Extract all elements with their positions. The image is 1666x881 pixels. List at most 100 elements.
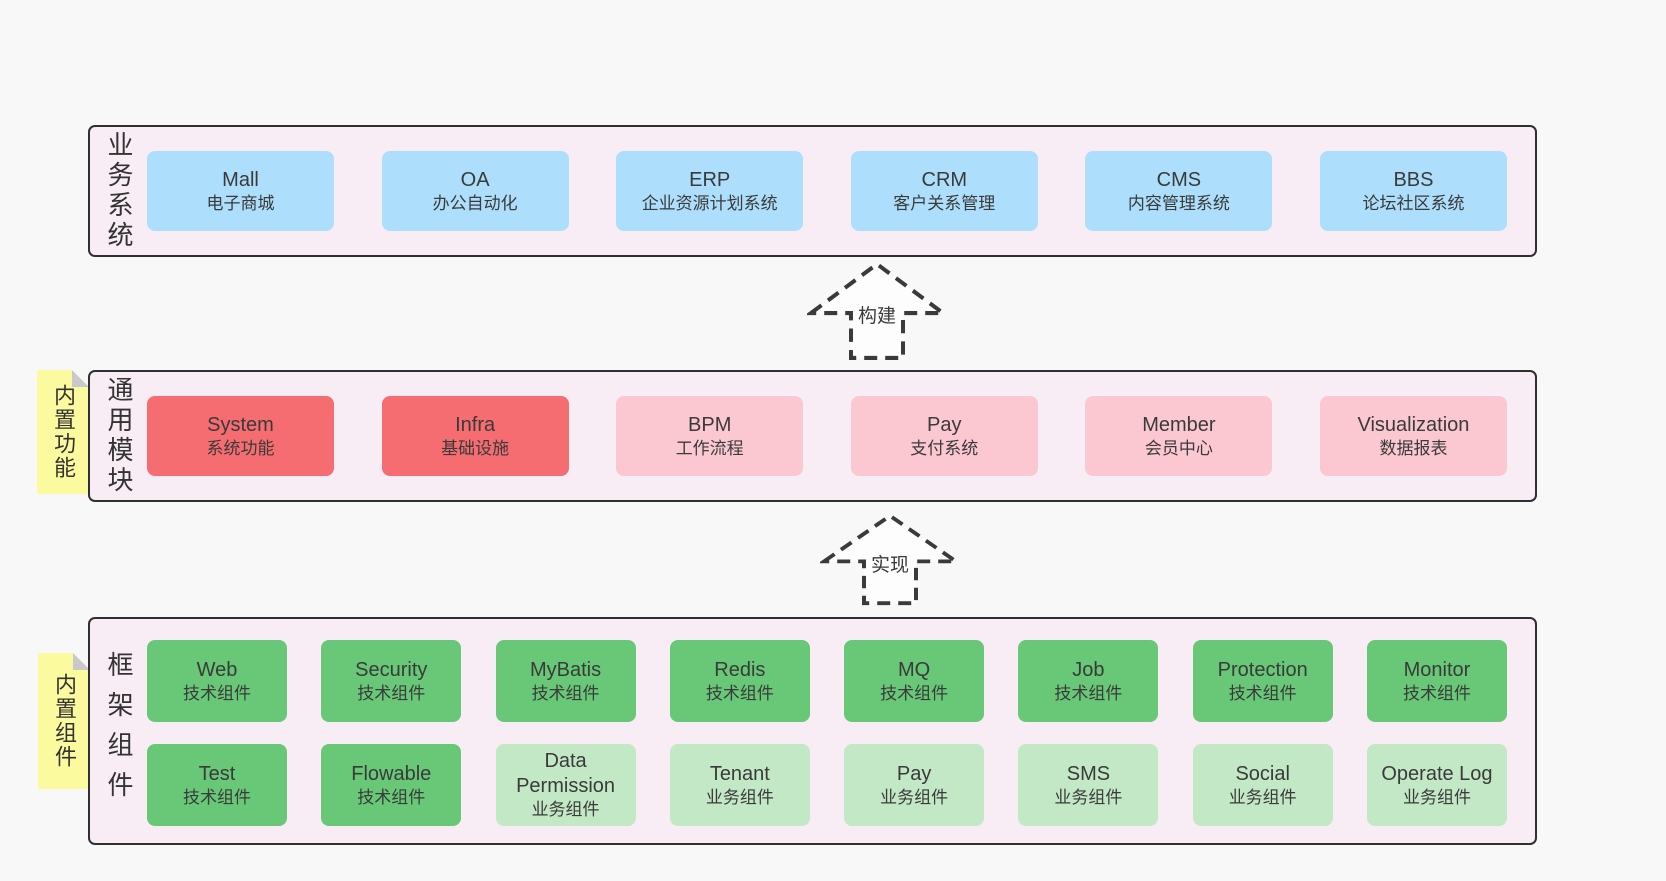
node-name: Pay (927, 413, 962, 436)
node-name: Protection (1217, 658, 1308, 681)
folded-corner-icon (72, 370, 89, 387)
framework-components-row-2: Test 技术组件 Flowable 技术组件 Data Permission … (147, 744, 1507, 826)
node-subtitle: 技术组件 (1228, 683, 1297, 703)
node-name: CRM (921, 168, 968, 191)
node-job: Job 技术组件 (1018, 640, 1159, 722)
node-bbs: BBS 论坛社区系统 (1319, 151, 1507, 231)
node-subtitle: 企业资源计划系统 (641, 193, 778, 213)
node-name: Test (198, 762, 236, 785)
node-name: Operate Log (1381, 762, 1493, 785)
node-mq: MQ 技术组件 (844, 640, 985, 722)
node-system: System 系统功能 (147, 396, 334, 476)
node-cms: CMS 内容管理系统 (1085, 151, 1273, 231)
node-name: Flowable (351, 762, 432, 785)
node-name: BPM (688, 413, 732, 436)
node-subtitle: 技术组件 (531, 683, 600, 703)
node-subtitle: 技术组件 (880, 683, 949, 703)
node-pay-biz: Pay 业务组件 (844, 744, 985, 826)
layer-label: 通用模块 (104, 376, 134, 496)
node-web: Web 技术组件 (147, 640, 287, 722)
node-subtitle: 论坛社区系统 (1362, 193, 1465, 213)
node-name: Social (1235, 762, 1290, 785)
node-name: Security (355, 658, 428, 681)
node-test: Test 技术组件 (147, 744, 287, 826)
node-social: Social 业务组件 (1192, 744, 1333, 826)
node-protection: Protection 技术组件 (1192, 640, 1333, 722)
node-mybatis: MyBatis 技术组件 (495, 640, 636, 722)
common-modules-row: System 系统功能 Infra 基础设施 BPM 工作流程 Pay 支付系统… (147, 396, 1507, 476)
node-erp: ERP 企业资源计划系统 (616, 151, 804, 231)
node-subtitle: 业务组件 (705, 787, 774, 807)
node-visualization: Visualization 数据报表 (1319, 396, 1507, 476)
node-monitor: Monitor 技术组件 (1366, 640, 1507, 722)
node-name: ERP (689, 168, 731, 191)
node-subtitle: 业务组件 (1228, 787, 1297, 807)
node-subtitle: 支付系统 (910, 438, 979, 458)
node-subtitle: 技术组件 (357, 787, 426, 807)
node-subtitle: 技术组件 (183, 787, 251, 807)
node-subtitle: 业务组件 (531, 800, 600, 820)
node-subtitle: 数据报表 (1379, 438, 1448, 458)
framework-components-row-1: Web 技术组件 Security 技术组件 MyBatis 技术组件 Redi… (147, 640, 1507, 722)
layer-label: 框架组件 (104, 651, 134, 811)
build-up-arrow: 构建 (807, 260, 947, 362)
node-operate-log: Operate Log 业务组件 (1366, 744, 1507, 826)
node-subtitle: 会员中心 (1144, 438, 1213, 458)
node-name: Redis (714, 658, 766, 681)
node-name: Infra (455, 413, 496, 436)
node-subtitle: 工作流程 (675, 438, 744, 458)
node-name: Data Permission (516, 750, 616, 798)
node-subtitle: 业务组件 (880, 787, 949, 807)
node-member: Member 会员中心 (1085, 396, 1273, 476)
layer-label: 业务系统 (104, 131, 134, 251)
node-subtitle: 技术组件 (705, 683, 774, 703)
node-subtitle: 业务组件 (1402, 787, 1471, 807)
node-subtitle: 技术组件 (1402, 683, 1471, 703)
node-flowable: Flowable 技术组件 (321, 744, 462, 826)
node-crm: CRM 客户关系管理 (850, 151, 1038, 231)
node-subtitle: 业务组件 (1054, 787, 1123, 807)
node-mall: Mall 电子商城 (147, 151, 334, 231)
node-name: SMS (1066, 762, 1111, 785)
note-label: 内置功能 (51, 384, 76, 480)
node-subtitle: 技术组件 (1054, 683, 1123, 703)
node-name: Job (1072, 658, 1105, 681)
node-name: Visualization (1357, 413, 1470, 436)
node-infra: Infra 基础设施 (381, 396, 569, 476)
note-label: 内置组件 (52, 673, 77, 769)
node-name: CMS (1156, 168, 1202, 191)
node-redis: Redis 技术组件 (669, 640, 810, 722)
node-pay: Pay 支付系统 (850, 396, 1038, 476)
node-name: MQ (898, 658, 931, 681)
node-subtitle: 电子商城 (206, 193, 275, 213)
node-name: Pay (896, 762, 932, 785)
node-bpm: BPM 工作流程 (616, 396, 804, 476)
node-tenant: Tenant 业务组件 (669, 744, 810, 826)
node-subtitle: 技术组件 (183, 683, 251, 703)
sticky-note-built-in-components: 内置组件 (38, 653, 90, 789)
layer-framework-components: 框架组件 Web 技术组件 Security 技术组件 MyBatis 技术组件… (88, 617, 1537, 845)
node-subtitle: 技术组件 (357, 683, 426, 703)
node-subtitle: 内容管理系统 (1127, 193, 1230, 213)
sticky-note-built-in-features: 内置功能 (37, 370, 89, 494)
implement-up-arrow: 实现 (820, 512, 960, 607)
node-name: Monitor (1403, 658, 1471, 681)
layer-common-modules: 通用模块 System 系统功能 Infra 基础设施 BPM 工作流程 Pay… (88, 370, 1537, 502)
node-oa: OA 办公自动化 (381, 151, 569, 231)
node-sms: SMS 业务组件 (1018, 744, 1159, 826)
node-name: Member (1142, 413, 1216, 436)
node-security: Security 技术组件 (321, 640, 462, 722)
business-systems-row: Mall 电子商城 OA 办公自动化 ERP 企业资源计划系统 CRM 客户关系… (147, 151, 1507, 231)
node-name: OA (460, 168, 490, 191)
node-name: BBS (1393, 168, 1434, 191)
node-subtitle: 系统功能 (206, 438, 275, 458)
node-name: Mall (222, 168, 259, 191)
node-name: System (207, 413, 274, 436)
node-subtitle: 基础设施 (441, 438, 510, 458)
arrow-label: 实现 (867, 550, 913, 577)
node-data-permission: Data Permission 业务组件 (495, 744, 636, 826)
arrow-label: 构建 (854, 300, 900, 328)
node-subtitle: 客户关系管理 (893, 193, 996, 213)
node-name: MyBatis (530, 658, 602, 681)
